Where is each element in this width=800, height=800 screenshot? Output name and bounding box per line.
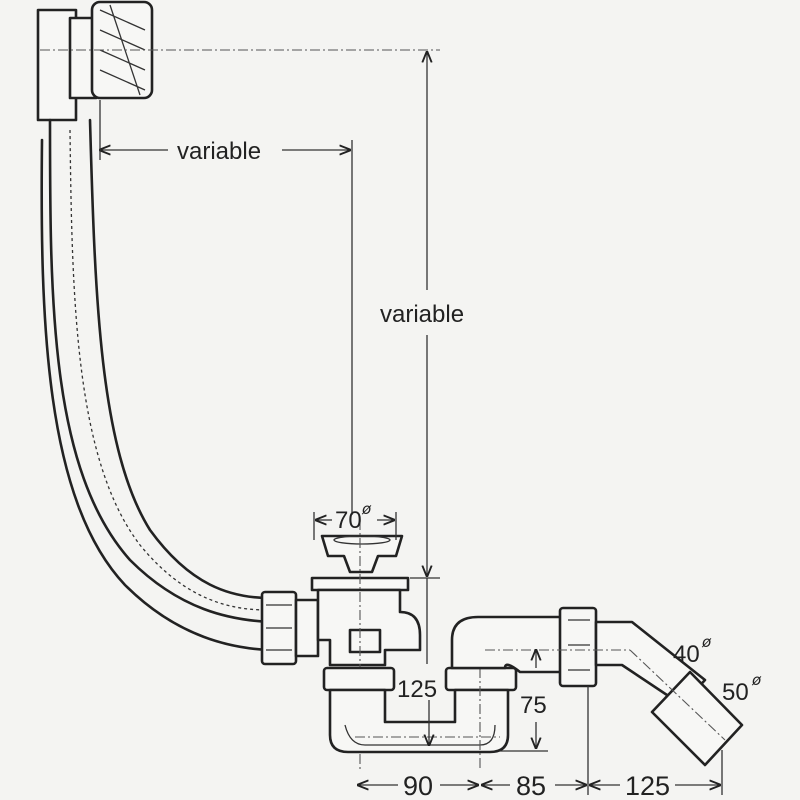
variable-height-label: variable xyxy=(380,301,464,328)
outlet-50-label: 50 xyxy=(722,679,749,706)
dim-85-label: 85 xyxy=(516,771,546,800)
drain-diameter-label: 70 xyxy=(335,507,362,534)
water-seal-label: 75 xyxy=(520,692,547,719)
flexible-overflow-hose xyxy=(40,118,272,652)
trap-depth-label: 125 xyxy=(397,676,437,703)
outlet-50-symbol: ø xyxy=(751,671,762,689)
outlet-40-symbol: ø xyxy=(701,633,712,651)
variable-width-label: variable xyxy=(177,138,261,165)
dim-90-label: 90 xyxy=(403,771,433,800)
dim-125-label: 125 xyxy=(625,771,670,800)
dimension-lines xyxy=(100,52,723,795)
overflow-head xyxy=(36,0,440,122)
trap xyxy=(322,650,518,770)
drain-diameter-symbol: ø xyxy=(361,500,372,518)
hose-union-nut xyxy=(260,590,320,666)
outlet-40-label: 40 xyxy=(673,641,700,668)
drain-valve-body xyxy=(310,520,422,770)
